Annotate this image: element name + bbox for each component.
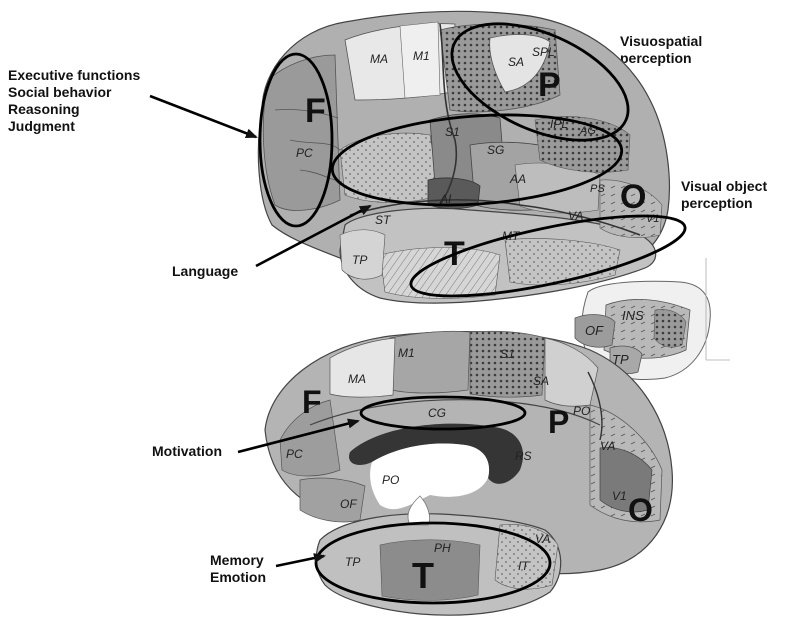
medial-region-s1: S1 — [500, 347, 515, 361]
medial-region-sa: SA — [533, 374, 549, 388]
medial-region-m1: M1 — [398, 346, 415, 360]
medial-region-po2: PO — [382, 473, 399, 487]
medial-region-va: VA — [600, 439, 615, 453]
lobe-o-lateral: O — [620, 178, 646, 216]
temporal-hatched-area — [380, 248, 500, 299]
medial-region-pc: PC — [286, 447, 303, 461]
medial-region-ph: PH — [434, 541, 451, 555]
region-m1: M1 — [413, 49, 430, 63]
lobe-o-medial: O — [628, 492, 653, 528]
medial-region-cg: CG — [428, 406, 446, 420]
lobe-f-medial: F — [302, 384, 322, 420]
medial-region-po: PO — [573, 404, 590, 418]
prefrontal-area — [263, 55, 340, 210]
region-aa: AA — [509, 172, 526, 186]
region-s1: S1 — [445, 125, 460, 139]
medial-region-ma: MA — [348, 372, 366, 386]
region-sa: SA — [508, 55, 524, 69]
lobe-f-lateral: F — [305, 92, 326, 130]
lobe-t-medial: T — [412, 555, 434, 596]
lateral-brain: MA M1 SA SPL PC S1 SG IPL AG AA AI ST VA… — [150, 0, 691, 312]
inset-region-of: OF — [585, 323, 604, 338]
medial-region-tp: TP — [345, 555, 360, 569]
region-tp: TP — [352, 253, 367, 267]
region-spl: SPL — [532, 45, 555, 59]
it-area — [505, 238, 620, 285]
region-st: ST — [375, 213, 392, 227]
medial-region-v1: V1 — [612, 489, 627, 503]
medial-region-it: IT — [518, 559, 530, 573]
lobe-p-medial: P — [548, 404, 569, 440]
region-ps: PS — [590, 183, 605, 195]
lobe-p-lateral: P — [538, 66, 561, 104]
frontal-arrow — [150, 96, 256, 137]
region-pc: PC — [296, 146, 313, 160]
medial-region-of: OF — [340, 497, 357, 511]
region-sg: SG — [487, 143, 504, 157]
inset-region-ins: INS — [622, 308, 644, 323]
region-ma: MA — [370, 52, 388, 66]
medial-region-rs: RS — [515, 449, 532, 463]
medial-brain: M1 MA S1 SA CG PO PC RS VA V1 OF PO VA T… — [238, 331, 672, 615]
